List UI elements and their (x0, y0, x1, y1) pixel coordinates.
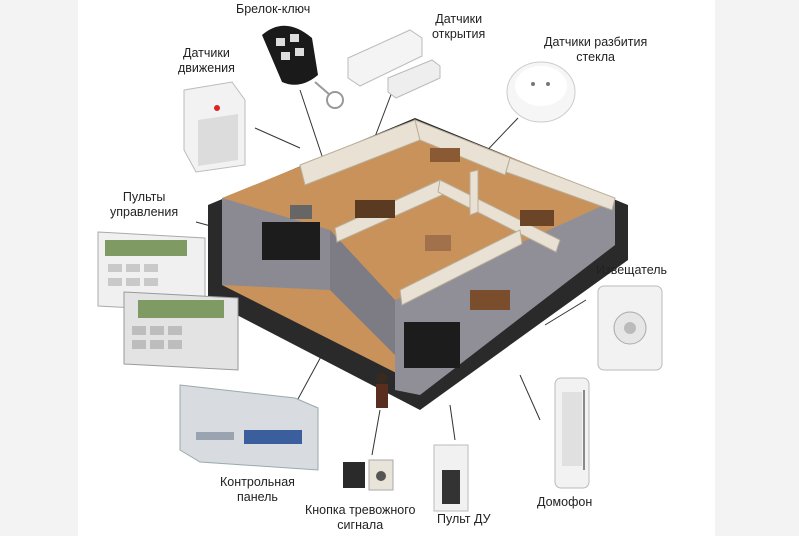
leader-motion (254, 127, 301, 149)
label-motion: Датчики движения (178, 46, 235, 75)
label-keypads: Пульты управления (110, 190, 179, 219)
leader-panic (371, 409, 381, 456)
keypad-icon (97, 231, 239, 371)
door-sensor-icon (347, 29, 441, 99)
person-figure (376, 373, 388, 408)
window-left (262, 222, 320, 260)
brick-wall-front-left (330, 230, 395, 355)
label-intercom: Домофон (537, 495, 593, 509)
remote-icon (433, 444, 469, 512)
glass-break-sensor-icon (506, 61, 576, 123)
leader-intercom (519, 374, 541, 421)
intercom-handset-icon (554, 377, 590, 489)
control-panel-icon (179, 384, 319, 471)
label-siren: Извещатель (596, 263, 668, 277)
leader-keyfob (299, 89, 326, 166)
left-margin (0, 0, 78, 536)
label-door-sensor: Датчики открытия (432, 12, 486, 41)
house-floor (222, 120, 615, 385)
leader-remote (449, 404, 456, 441)
motion-sensor-icon (183, 81, 246, 173)
window-front (404, 322, 460, 368)
label-panic-button: Кнопка тревожного сигнала (305, 503, 416, 532)
label-glass-break: Датчики разбития стекла (544, 35, 648, 64)
siren-icon (597, 285, 663, 371)
furniture (290, 148, 554, 310)
label-keyfob: Брелок-ключ (236, 2, 311, 16)
interior-walls (299, 119, 616, 306)
panic-button-icon (343, 459, 394, 491)
keyfob-icon (262, 25, 344, 109)
label-remote: Пульт ДУ (437, 512, 491, 526)
right-margin (715, 0, 799, 536)
leader-siren (544, 299, 587, 326)
label-control-panel: Контрольная панель (220, 475, 295, 504)
